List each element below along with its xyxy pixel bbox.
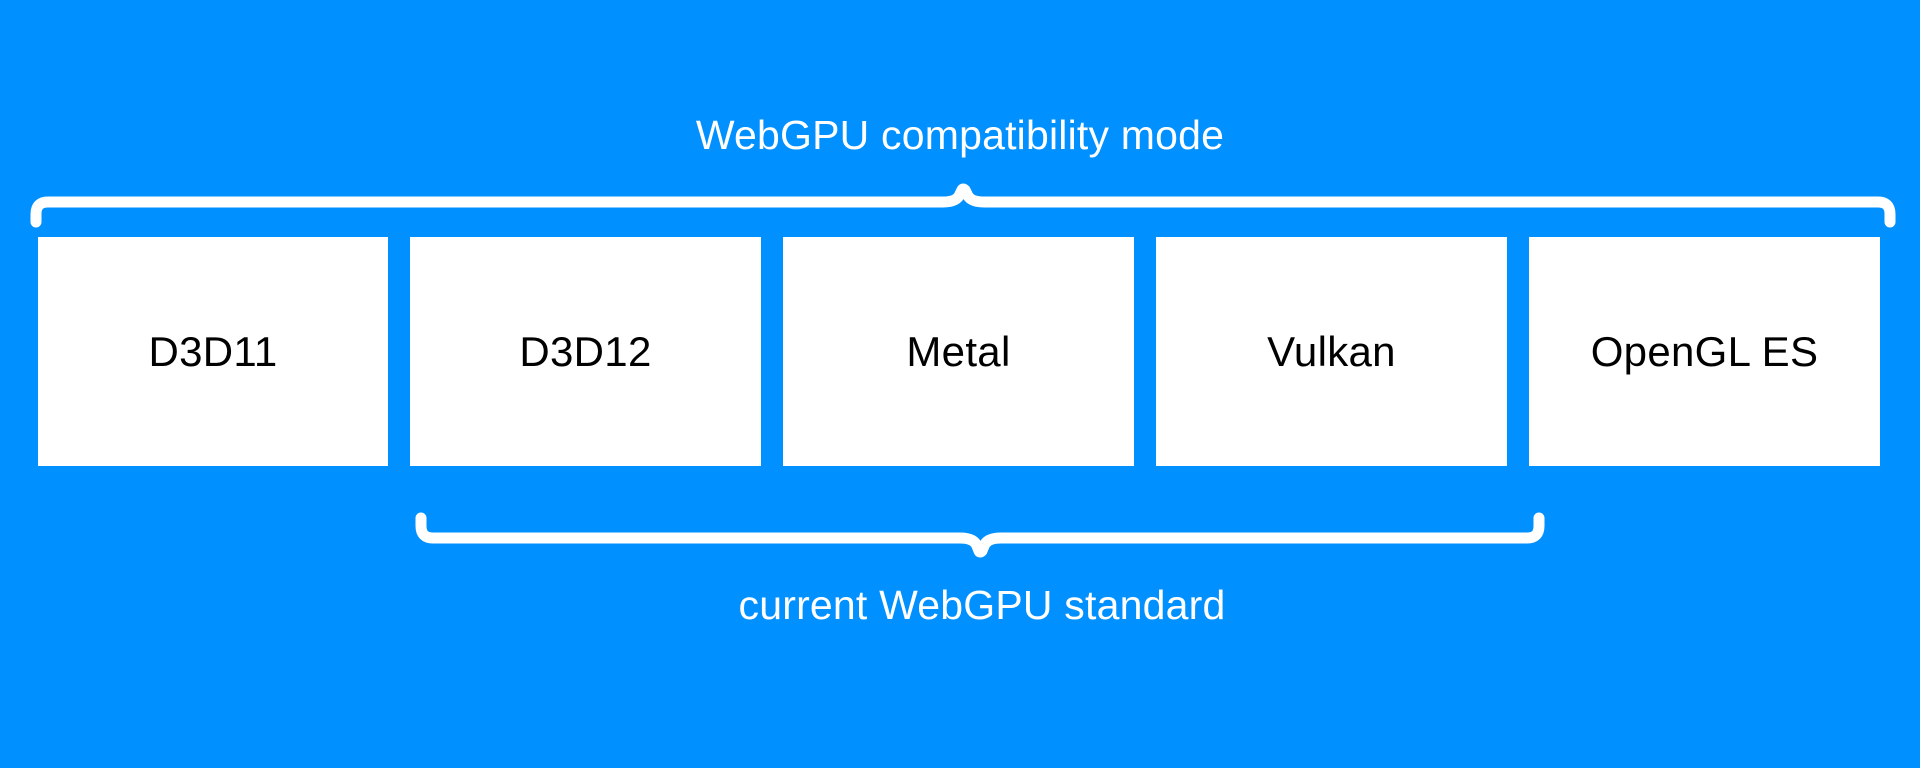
platform-box-row: D3D11 D3D12 Metal Vulkan OpenGL ES	[38, 237, 1882, 466]
platform-box-opengl-es[interactable]: OpenGL ES	[1529, 237, 1880, 466]
platform-box-metal[interactable]: Metal	[783, 237, 1134, 466]
platform-box-label: D3D12	[519, 327, 652, 375]
platform-box-label: D3D11	[148, 327, 278, 375]
platform-box-label: OpenGL ES	[1590, 327, 1819, 375]
bottom-group-brace-icon	[415, 512, 1545, 558]
platform-box-vulkan[interactable]: Vulkan	[1156, 237, 1507, 466]
platform-box-d3d12[interactable]: D3D12	[410, 237, 761, 466]
bottom-group-label: current WebGPU standard	[738, 582, 1226, 628]
top-group-label: WebGPU compatibility mode	[695, 112, 1225, 158]
platform-box-label: Vulkan	[1267, 327, 1396, 375]
platform-box-label: Metal	[906, 327, 1011, 375]
platform-box-d3d11[interactable]: D3D11	[38, 237, 388, 466]
top-group-brace-icon	[30, 183, 1896, 228]
